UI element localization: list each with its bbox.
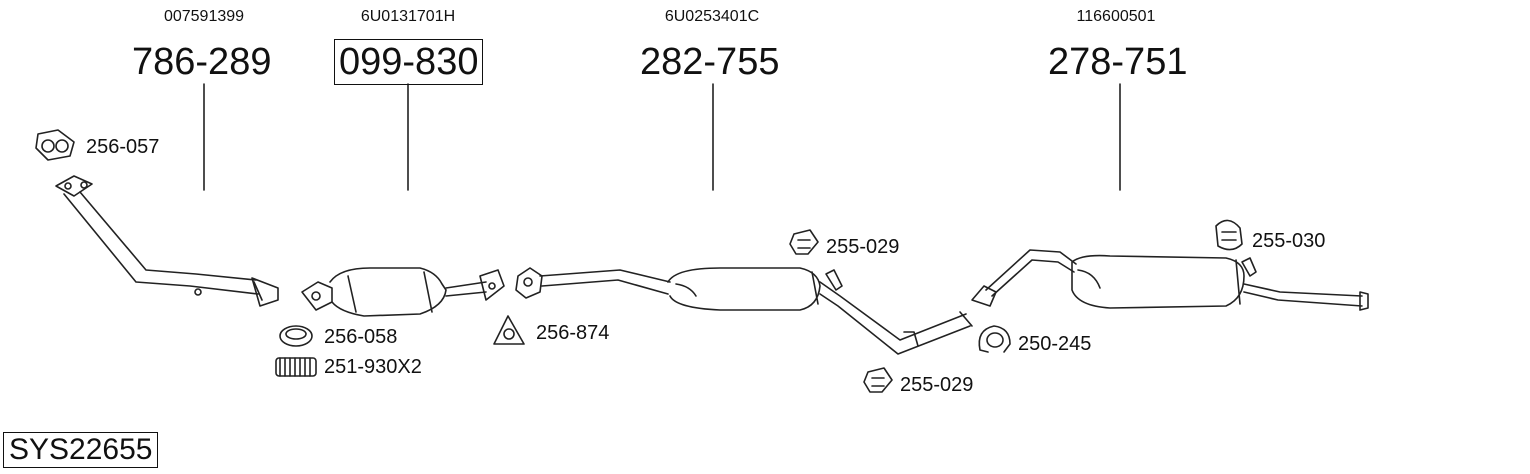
accessory-label-256-057[interactable]: 256-057 [86, 136, 160, 158]
rear-silencer-shape [971, 249, 1369, 311]
rubber-mount-icon [863, 367, 893, 393]
accessory-label-256-058[interactable]: 256-058 [324, 326, 398, 348]
part-number-099-830[interactable]: 099-830 [334, 39, 484, 85]
rubber-mount-icon [789, 229, 819, 255]
part-number-282-755[interactable]: 282-755 [640, 41, 780, 83]
accessory-label-251-930x2[interactable]: 251-930X2 [324, 356, 422, 378]
centre-silencer-shape [515, 267, 973, 355]
part-number-786-289[interactable]: 786-289 [132, 41, 272, 83]
accessory-label-255-030[interactable]: 255-030 [1252, 230, 1326, 252]
accessory-label-256-874[interactable]: 256-874 [536, 322, 610, 344]
clamp-icon [978, 325, 1011, 353]
part-number-278-751[interactable]: 278-751 [1048, 41, 1188, 83]
flange-gasket-icon [35, 129, 75, 161]
system-id-label: SYS22655 [3, 432, 159, 468]
oe-number-278-751: 116600501 [1076, 8, 1156, 25]
spring-icon [275, 357, 317, 377]
oe-number-282-755: 6U0253401C [664, 8, 760, 25]
catalytic-converter-shape [301, 267, 505, 317]
oe-number-786-289: 007591399 [163, 8, 245, 25]
oe-number-099-830: 6U0131701H [360, 8, 456, 25]
triangle-gasket-icon [493, 315, 525, 345]
ring-gasket-icon [279, 325, 313, 347]
rubber-mount-icon [1215, 219, 1243, 251]
front-pipe-shape [55, 175, 279, 307]
accessory-label-255-029-upper[interactable]: 255-029 [826, 236, 900, 258]
accessory-label-250-245[interactable]: 250-245 [1018, 333, 1092, 355]
accessory-label-255-029-lower[interactable]: 255-029 [900, 374, 974, 396]
